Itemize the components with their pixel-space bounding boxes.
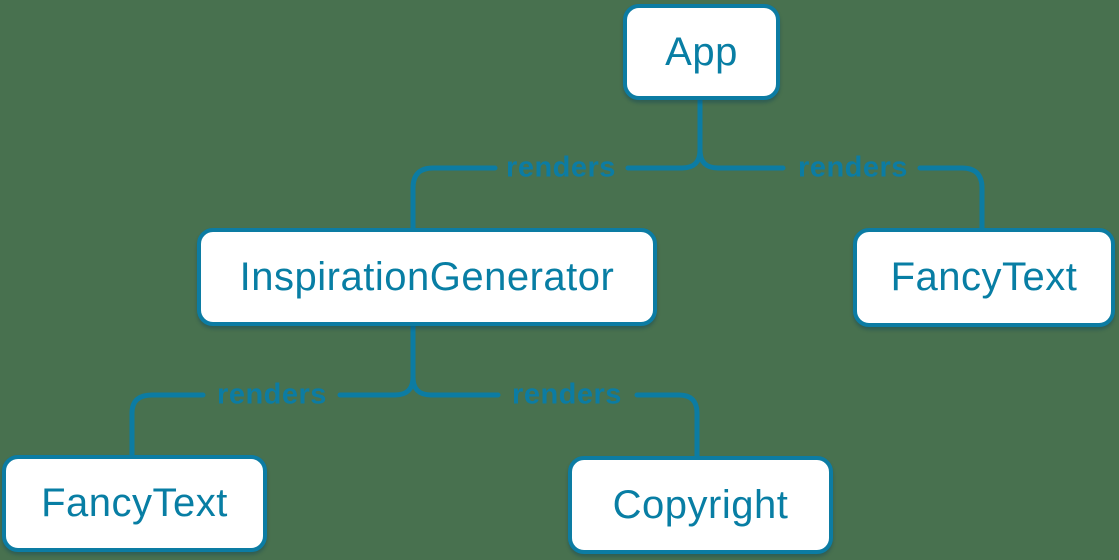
edge-app-inspirationgenerator — [410, 165, 498, 231]
edge-label-renders-inspirationgenerator-copyright: renders — [512, 378, 622, 411]
node-fancy-text-left-label: FancyText — [41, 481, 228, 525]
edge-label-renders-inspirationgenerator-fancytext: renders — [217, 378, 327, 411]
edge-app-stem-fork — [625, 97, 786, 171]
node-fancy-text-left: FancyText — [2, 455, 267, 552]
node-inspiration-generator: InspirationGenerator — [197, 228, 657, 326]
edge-inspirationgenerator-fancytext — [129, 392, 206, 458]
edge-app-fancytext — [917, 165, 985, 231]
node-inspiration-generator-label: InspirationGenerator — [239, 254, 615, 299]
node-fancy-text-right: FancyText — [853, 228, 1115, 327]
edge-inspirationgenerator-stem-fork — [337, 323, 501, 398]
node-copyright: Copyright — [568, 456, 833, 554]
edge-label-renders-app-inspirationgenerator: renders — [506, 151, 616, 184]
node-app: App — [623, 4, 780, 100]
node-copyright-label: Copyright — [612, 482, 789, 527]
node-app-label: App — [665, 29, 738, 74]
edge-inspirationgenerator-copyright — [634, 392, 700, 459]
node-fancy-text-right-label: FancyText — [890, 255, 1078, 299]
edge-label-renders-app-fancytext: renders — [798, 151, 908, 184]
